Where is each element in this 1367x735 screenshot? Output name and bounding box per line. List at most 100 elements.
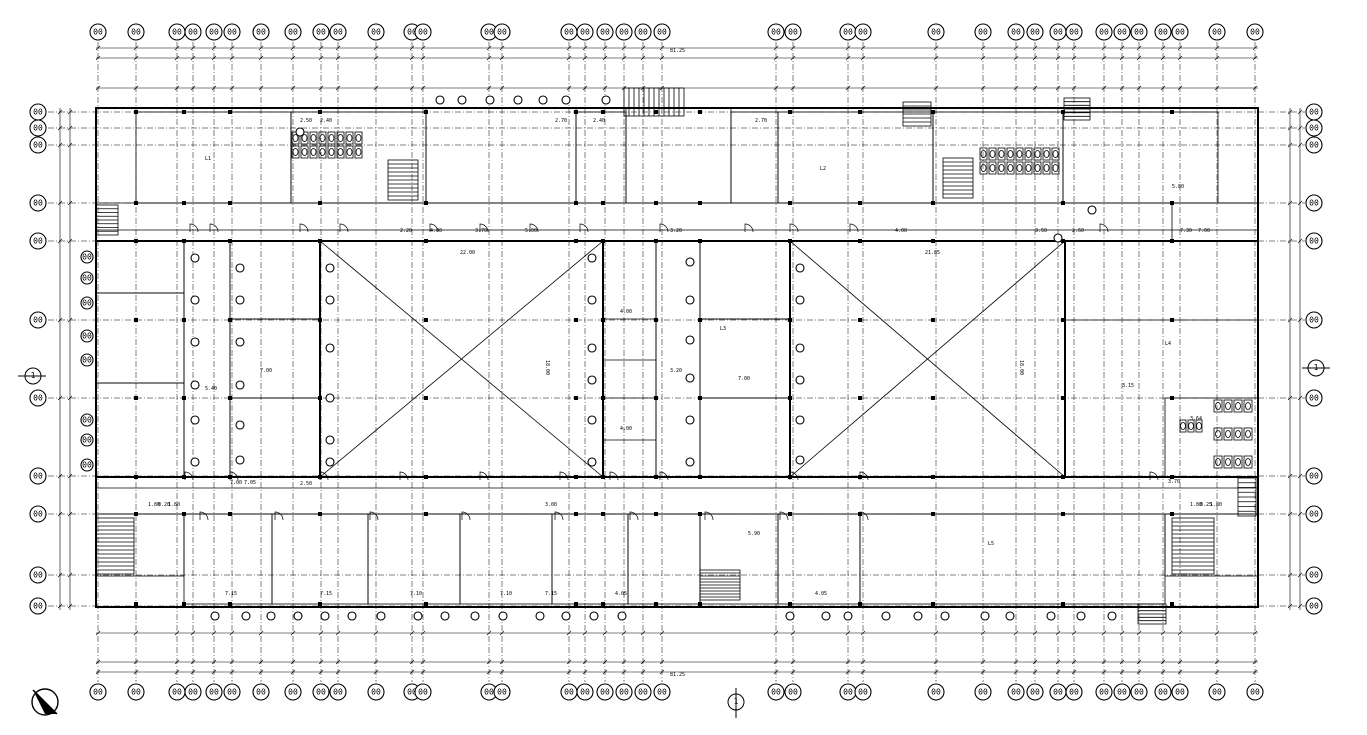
- svg-text:00: 00: [1250, 688, 1260, 697]
- axis-bubble-top: 00: [1049, 23, 1067, 41]
- axis-bubble-inner: 00: [80, 413, 94, 427]
- door-marker: [795, 375, 805, 385]
- stair-flight: [1063, 97, 1091, 121]
- dimension-label: 4.05: [615, 591, 627, 597]
- dimension-ticks: [57, 45, 1303, 675]
- axis-bubble-left: 00: [29, 467, 47, 485]
- door-marker: [190, 380, 200, 390]
- toilet-fixture-icon: [309, 131, 318, 145]
- door-marker: [601, 95, 611, 105]
- svg-text:00: 00: [638, 28, 648, 37]
- svg-text:00: 00: [82, 274, 92, 283]
- toilet-fixture-icon: [1033, 161, 1042, 175]
- svg-text:00: 00: [1011, 688, 1021, 697]
- dimension-text: 81.25 81.25 22.00 21.85 18.00 18.00: [460, 48, 1024, 678]
- dimension-label: 1.80: [168, 502, 180, 508]
- axis-bubble-top: 00: [168, 23, 186, 41]
- dimension-label: 4.00: [895, 228, 907, 234]
- svg-text:00: 00: [82, 332, 92, 341]
- toilet-fixture-icon: [1223, 399, 1233, 413]
- svg-text:00: 00: [564, 688, 574, 697]
- axis-bubble-bottom: 00: [1007, 683, 1025, 701]
- door-swing: [399, 471, 409, 481]
- svg-text:00: 00: [256, 688, 266, 697]
- door-swing: [429, 223, 439, 233]
- door-marker: [535, 611, 545, 621]
- dimension-label: 7.15: [320, 591, 332, 597]
- door-marker: [795, 343, 805, 353]
- svg-text:00: 00: [1099, 28, 1109, 37]
- toilet-fixture-icon: [1243, 399, 1253, 413]
- axis-bubble-top: 00: [767, 23, 785, 41]
- dimension-label: 7.30: [1180, 228, 1192, 234]
- door-marker: [325, 263, 335, 273]
- axis-bubble-bottom: 00: [1154, 683, 1172, 701]
- axis-bubble-top: 00: [252, 23, 270, 41]
- toilet-fixture-icon: [1024, 161, 1033, 175]
- axis-bubble-bottom: 00: [653, 683, 671, 701]
- dimension-label: 7.00: [260, 368, 272, 374]
- door-marker: [235, 380, 245, 390]
- axis-bubble-right: 00: [1305, 389, 1323, 407]
- axis-bubble-top: 00: [974, 23, 992, 41]
- door-marker: [561, 611, 571, 621]
- door-marker: [1087, 205, 1097, 215]
- svg-text:00: 00: [33, 510, 43, 519]
- svg-text:00: 00: [1250, 28, 1260, 37]
- svg-text:00: 00: [418, 688, 428, 697]
- svg-text:00: 00: [371, 688, 381, 697]
- toilet-fixture-icon: [1051, 161, 1060, 175]
- dimension-label: 5.90: [748, 531, 760, 537]
- svg-text:00: 00: [858, 28, 868, 37]
- axis-bubble-left: 00: [29, 194, 47, 212]
- toilet-fixture-icon: [1233, 455, 1243, 469]
- door-marker: [587, 375, 597, 385]
- svg-text:00: 00: [484, 688, 494, 697]
- door-swing: [659, 223, 669, 233]
- dimension-label: 1.80: [1190, 502, 1202, 508]
- svg-text:00: 00: [1309, 571, 1319, 580]
- axis-bubble-inner: 00: [80, 433, 94, 447]
- axis-bubble-inner: 00: [80, 353, 94, 367]
- door-marker: [587, 457, 597, 467]
- dimension-label: 3.20: [670, 228, 682, 234]
- door-marker: [587, 295, 597, 305]
- svg-text:00: 00: [1030, 688, 1040, 697]
- doors: [184, 223, 1159, 521]
- toilet-fixture-icon: [1015, 161, 1024, 175]
- dimension-label: 3.15: [1122, 383, 1134, 389]
- axis-bubble-left: 00: [29, 389, 47, 407]
- door-marker: [347, 611, 357, 621]
- door-marker: [325, 343, 335, 353]
- axis-bubble-top: 00: [414, 23, 432, 41]
- door-swing: [529, 223, 539, 233]
- axis-bubble-top: 00: [1246, 23, 1264, 41]
- svg-text:00: 00: [33, 472, 43, 481]
- svg-text:00: 00: [1309, 394, 1319, 403]
- dimension-label: 4.00: [620, 309, 632, 315]
- door-marker: [913, 611, 923, 621]
- toilet-fixture-icon: [988, 161, 997, 175]
- axis-bubble-bottom: 00: [205, 683, 223, 701]
- axis-bubble-top: 00: [927, 23, 945, 41]
- dimension-label: 3.20: [670, 368, 682, 374]
- door-marker: [795, 415, 805, 425]
- toilet-fixture-icon: [354, 131, 363, 145]
- axis-bubble-top: 00: [1026, 23, 1044, 41]
- svg-text:00: 00: [1053, 28, 1063, 37]
- svg-text:00: 00: [1117, 688, 1127, 697]
- svg-text:00: 00: [1309, 316, 1319, 325]
- axis-bubble-left: 00: [29, 597, 47, 615]
- svg-text:00: 00: [843, 688, 853, 697]
- svg-text:00: 00: [407, 28, 417, 37]
- door-marker: [561, 95, 571, 105]
- hall-span-right: 21.85: [925, 250, 940, 256]
- toilet-fixture-icon: [1233, 427, 1243, 441]
- axis-bubble-bottom: 00: [927, 683, 945, 701]
- stair-flight: [942, 157, 974, 199]
- door-marker: [1046, 611, 1056, 621]
